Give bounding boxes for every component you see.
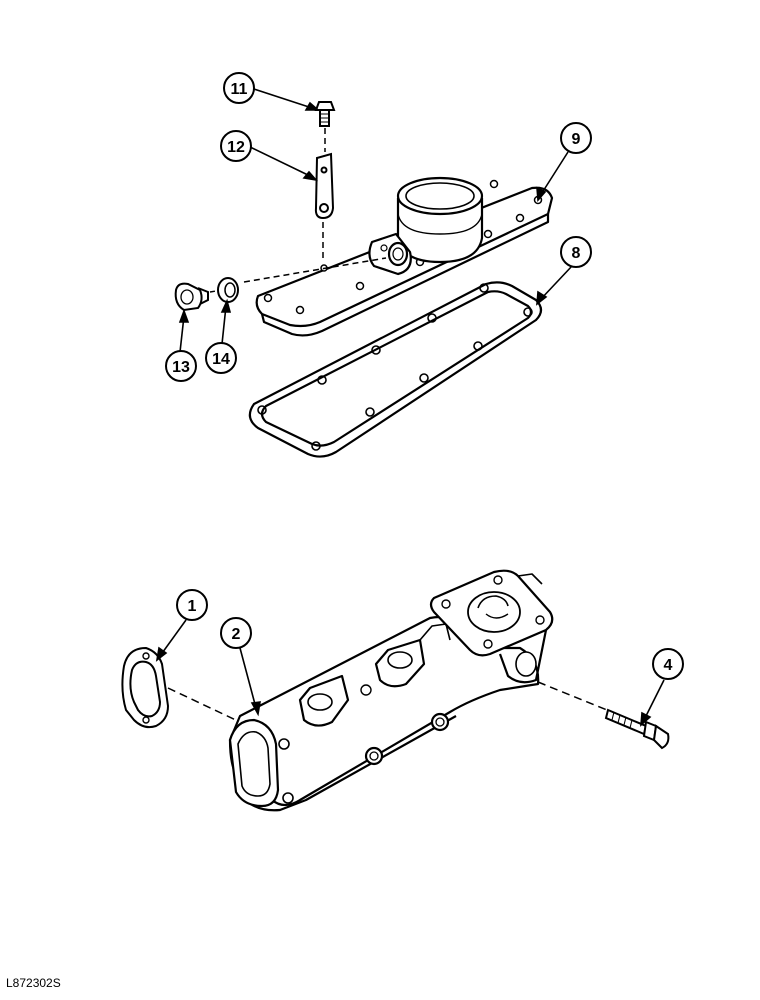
svg-text:13: 13 xyxy=(172,359,190,376)
washer-part-14 xyxy=(217,277,239,303)
svg-text:9: 9 xyxy=(572,131,581,148)
manifold-part-2 xyxy=(228,569,554,812)
callout-14: 14 xyxy=(205,342,237,374)
callout-13: 13 xyxy=(165,350,197,382)
cover-plate-part-9 xyxy=(255,176,554,337)
dash-line-plug-14 xyxy=(243,257,387,283)
callout-12: 12 xyxy=(220,130,252,162)
bolt-part-11 xyxy=(314,101,336,127)
gasket-part-8 xyxy=(248,281,543,458)
svg-text:11: 11 xyxy=(231,81,248,98)
svg-text:14: 14 xyxy=(212,351,230,368)
callout-8: 8 xyxy=(560,236,592,268)
svg-text:12: 12 xyxy=(227,139,245,156)
bolt-part-4 xyxy=(604,708,670,750)
bracket-part-12 xyxy=(314,152,335,220)
callout-leaders xyxy=(155,88,665,727)
callout-11: 11 xyxy=(223,72,255,104)
callout-2: 2 xyxy=(220,617,252,649)
callout-9: 9 xyxy=(560,122,592,154)
plug-part-13 xyxy=(174,282,209,312)
dash-line-bolt-4 xyxy=(537,681,613,713)
svg-text:1: 1 xyxy=(188,598,197,615)
svg-text:4: 4 xyxy=(664,657,673,674)
callout-4: 4 xyxy=(652,648,684,680)
svg-text:2: 2 xyxy=(232,626,241,643)
flange-gasket-part-1 xyxy=(121,647,169,729)
dash-line-gasket-1 xyxy=(167,687,241,723)
svg-text:8: 8 xyxy=(572,245,581,262)
callout-1: 1 xyxy=(176,589,208,621)
drawing-id: L872302S xyxy=(6,976,61,990)
